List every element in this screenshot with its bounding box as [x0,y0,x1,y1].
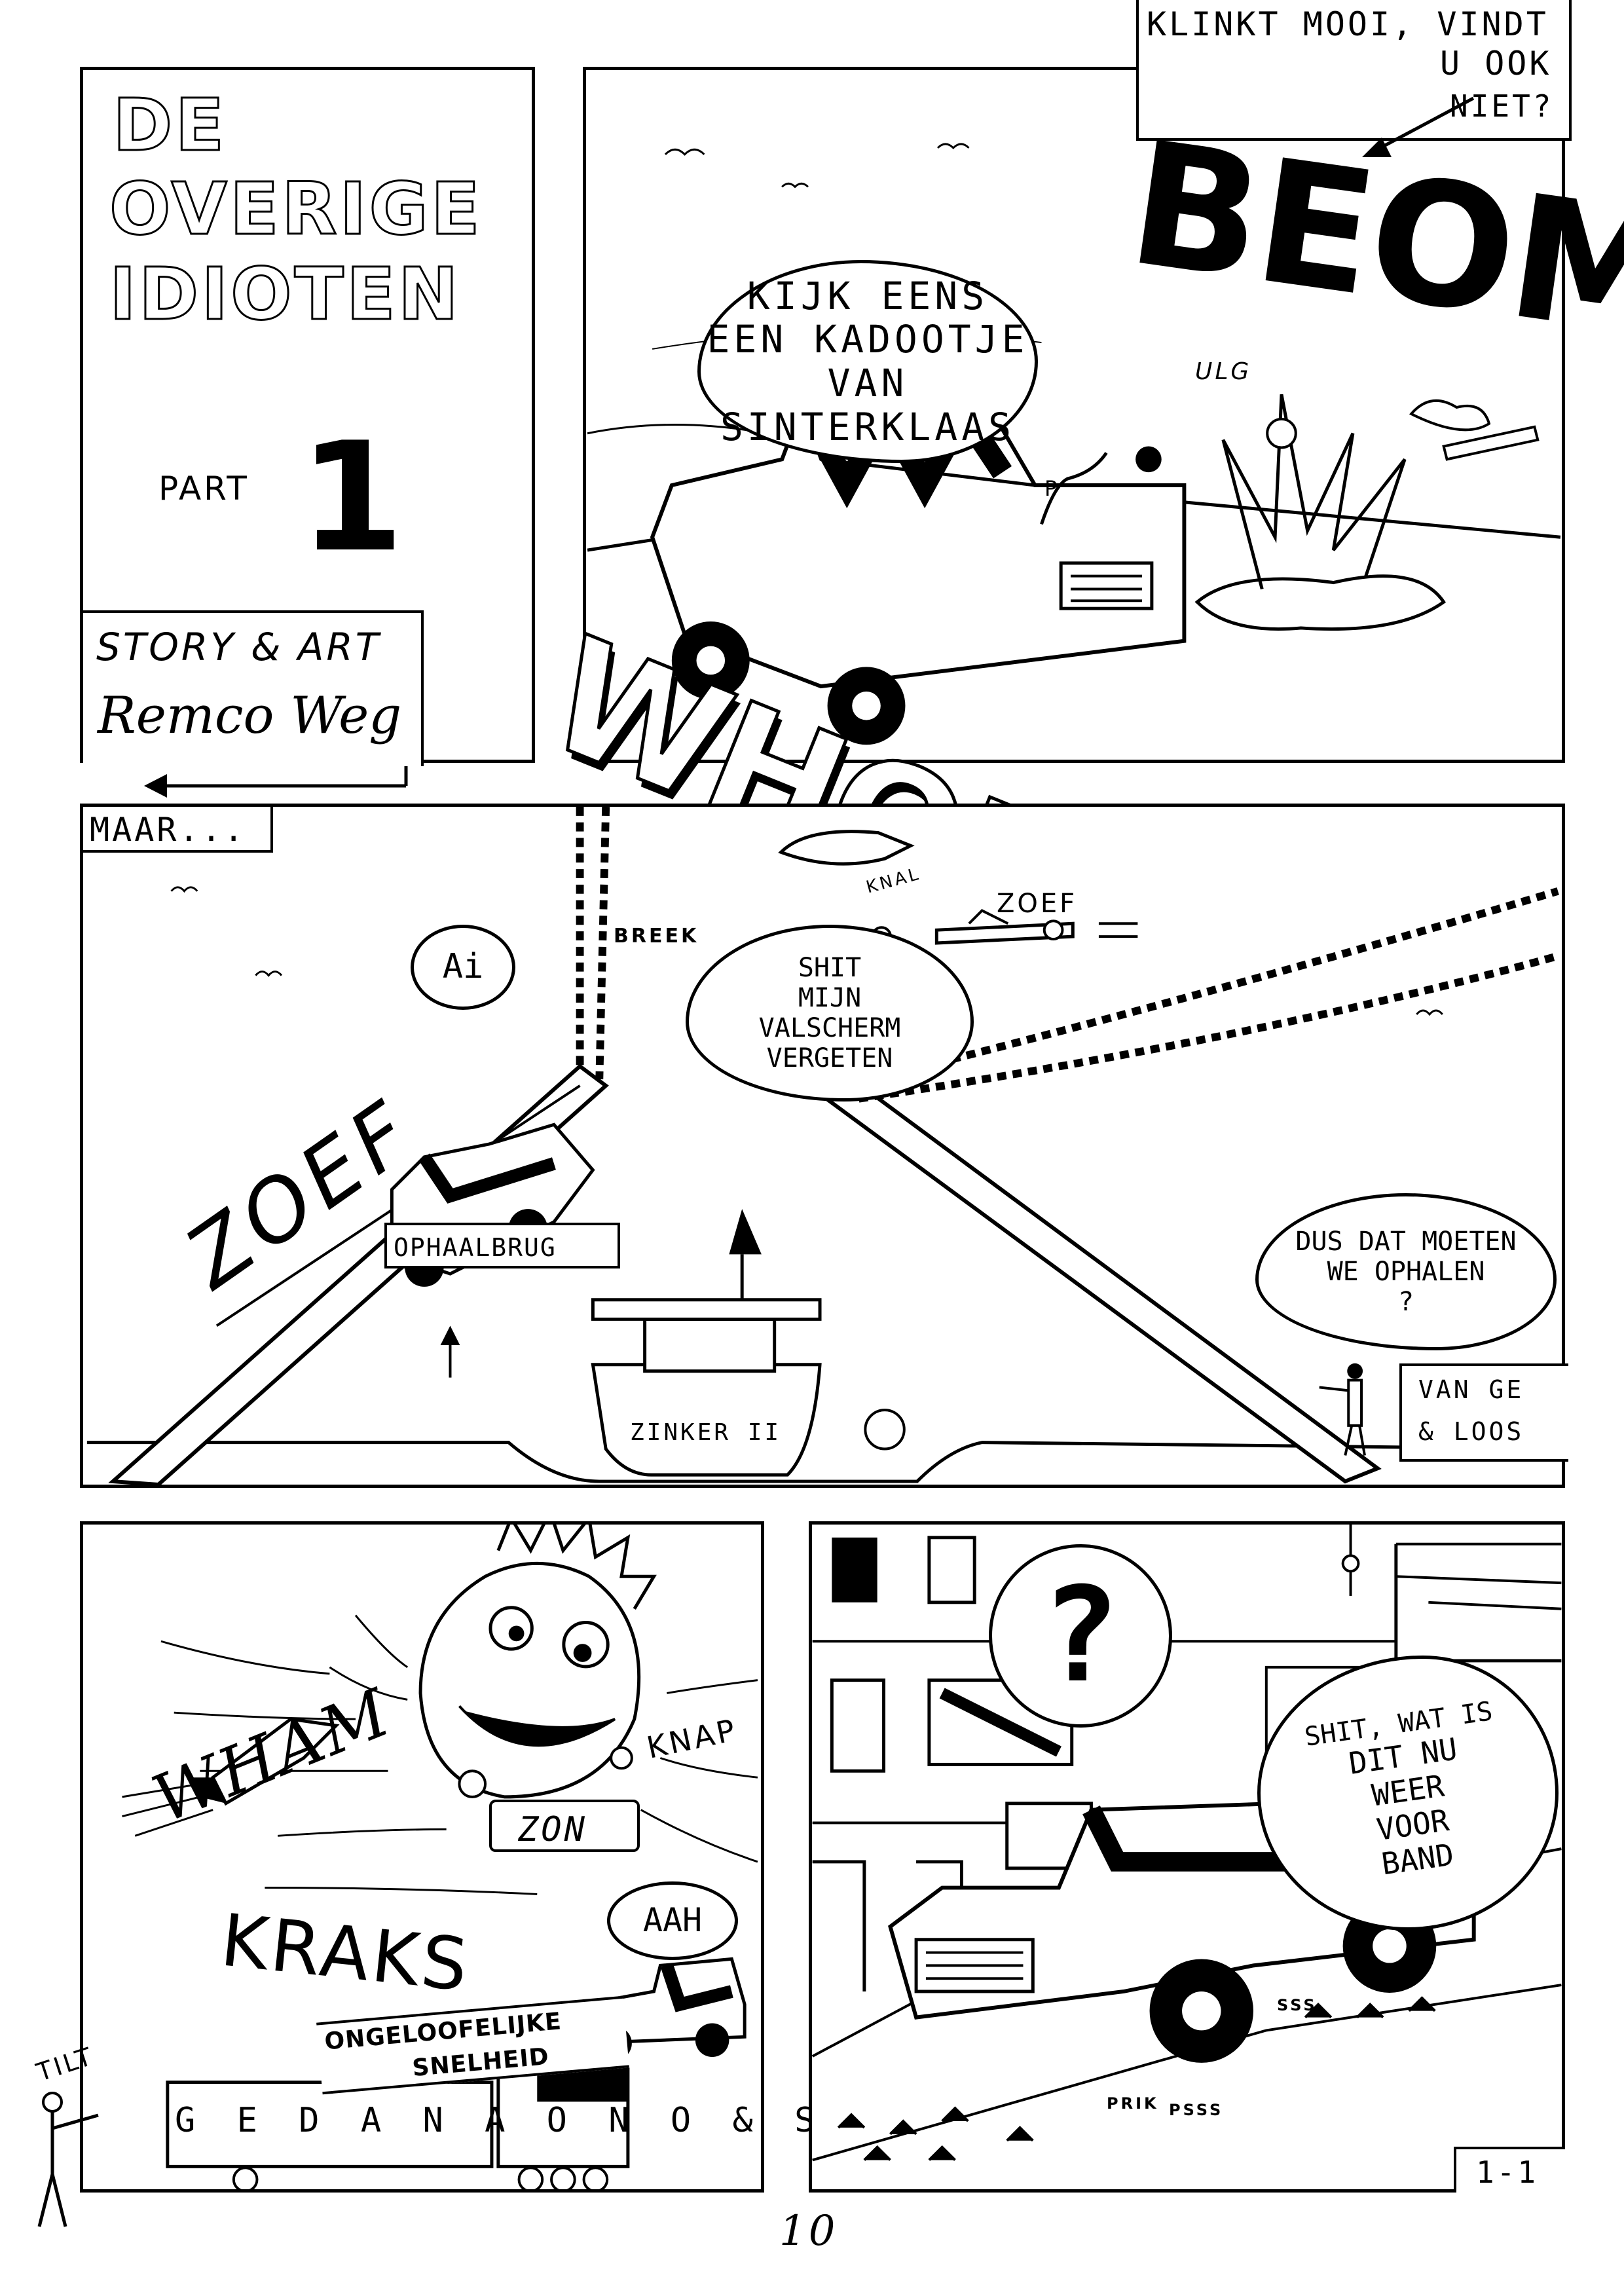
label-bridge-box: OPHAALBRUG [384,1223,620,1268]
credit-label: STORY & ART [96,625,382,669]
page-code: 1-1 [1476,2155,1539,2190]
speech-question: ? [1041,1559,1120,1712]
caption-maar: MAAR... [90,811,246,849]
speech-bubble-shit: SHIT, WAT IS DIT NU WEER VOOR BAND [1257,1656,1559,1931]
plane-icon [934,909,1138,945]
truck-letters: G E D A N A O N O & S [175,2101,826,2140]
sun-panel: WHAM KNAP ZON AAH KRAKS ONGELOOFELIJKE S… [80,1521,815,2193]
tilting-man-icon [37,2092,99,2227]
sfx-zoef-plane: ZOEF [997,889,1078,919]
explosion-scene [587,143,1561,745]
sun-scene [122,1525,758,2189]
caption-box-klinkt: KLINKT MOOI, VINDT U OOK NIET? [1136,0,1572,141]
rocket-icon [122,1717,340,1837]
speech-parachute-line-1: SHIT [798,953,862,983]
speech-bubble-police: DUS DAT MOETEN WE OPHALEN ? [1255,1193,1557,1350]
speech-parachute-line-3: VALSCHERM [758,1013,901,1043]
part-number: 1 [299,411,407,585]
sfx-ulg: ULG [1195,358,1252,385]
label-bridge: OPHAALBRUG [394,1233,557,1262]
caption-klinkt-line-2: U OOK [1440,45,1552,83]
title-line-1: DE [111,83,227,168]
sfx-prik: PRIK [1107,2094,1159,2113]
caption-klinkt-line-1: KLINKT MOOI, VINDT [1147,5,1549,43]
sfx-breek: BREEK [614,925,699,948]
speech-bubble-parachute: SHIT MIJN VALSCHERM VERGETEN [686,925,974,1101]
caption-klinkt-line-3: NIET? [1450,88,1554,124]
speech-bubble-gift: KIJK EENS EEN KADOOTJE VAN SINTERKLAAS [697,260,1038,463]
label-zon: ZON [518,1810,587,1849]
sfx-sss: SSS [1277,1996,1318,2014]
page-number: 10 [779,2207,838,2255]
bridge-panel: MAAR... Ai BREEK KNAL ZOEF SHIT MIJN VAL… [80,804,1568,1488]
speech-parachute-line-2: MIJN [798,983,862,1013]
credit-name: Remco Weg [98,686,402,745]
blast-icon [1194,394,1540,631]
label-ship: ZINKER II [630,1419,782,1446]
label-speed-line-2: SNELHEID [411,2043,551,2083]
speech-gift-line-1: KIJK EENS [747,273,989,318]
speech-ai: Ai [442,947,484,987]
sfx-psss: PSSS [1169,2101,1224,2119]
caption-box-maar: MAAR... [83,807,273,853]
label-zon-box: ZON [489,1800,640,1852]
sfx-p: P [1044,476,1060,501]
caption-arrow [1362,96,1475,157]
credit-box: STORY & ART Remco Weg [83,610,424,766]
sun-face-icon [418,1525,657,1799]
street-panel: ? SHIT, WAT IS DIT NU WEER VOOR BAND PRI… [809,1521,1565,2193]
speech-bubble-question: ? [989,1544,1172,1728]
truck-icon [166,2067,630,2189]
speech-bubble-ai: Ai [411,925,515,1010]
speech-bubble-aah: AAH [607,1881,738,1960]
policeman-icon [1319,1363,1366,1456]
speech-gift-line-3: VAN SINTERKLAAS [720,361,1016,449]
part-label: PART [158,470,249,508]
speech-parachute-line-4: VERGETEN [766,1043,893,1073]
speech-police-line-1: DUS DAT MOETEN [1295,1227,1517,1257]
truck-sign-line-2: & LOOS [1418,1417,1524,1446]
title-panel: DE OVERIGE IDIOTEN PART 1 STORY & ART Re… [80,67,535,766]
title-line-3: IDIOTEN [109,251,461,337]
chain-icon [576,807,1559,1103]
speech-police-line-3: ? [1397,1287,1414,1317]
speech-police-line-2: WE OPHALEN [1327,1257,1485,1287]
ship-icon [591,1209,906,1477]
speech-gift-line-2: EEN KADOOTJE [707,317,1029,362]
title-line-2: OVERIGE [109,166,483,252]
truck-sign-line-1: VAN GE [1418,1375,1524,1404]
explosion-panel: KIJK EENS EEN KADOOTJE VAN SINTERKLAAS P… [583,67,1624,763]
speech-aah: AAH [642,1901,703,1940]
credit-arrow [144,766,408,798]
page-code-box: 1-1 [1454,2147,1565,2193]
truck-sign-box: VAN GE & LOOS [1399,1363,1568,1462]
